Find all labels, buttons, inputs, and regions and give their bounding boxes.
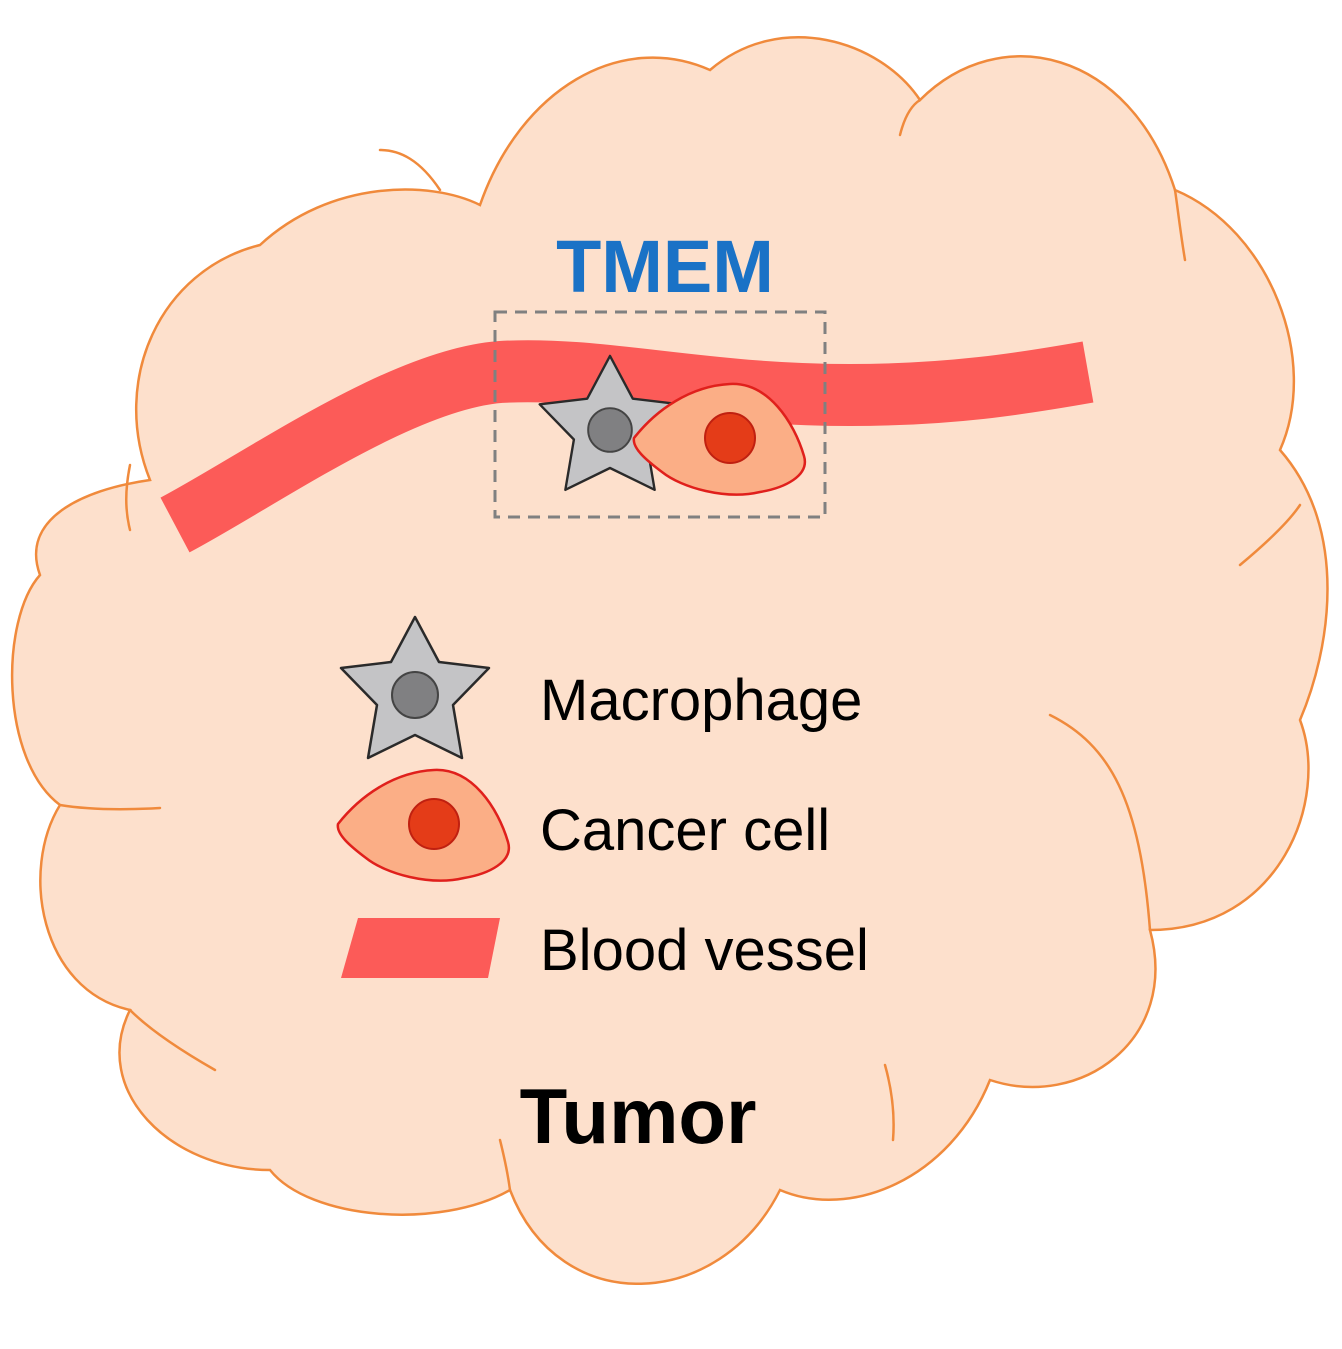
tmem-box <box>493 310 827 519</box>
legend-macrophage-label: Macrophage <box>540 668 862 733</box>
tumor-label: Tumor <box>520 1072 757 1160</box>
legend-blood-vessel-label: Blood vessel <box>540 918 869 983</box>
tmem-title: TMEM <box>556 225 774 308</box>
legend-cancer-cell-label: Cancer cell <box>540 798 830 863</box>
legend-blood-vessel-icon <box>341 918 500 978</box>
tumor-contour-arcs <box>58 98 1302 1192</box>
tumor-region <box>10 36 1329 1285</box>
legend: Macrophage Cancer cell Blood vessel <box>336 615 869 983</box>
